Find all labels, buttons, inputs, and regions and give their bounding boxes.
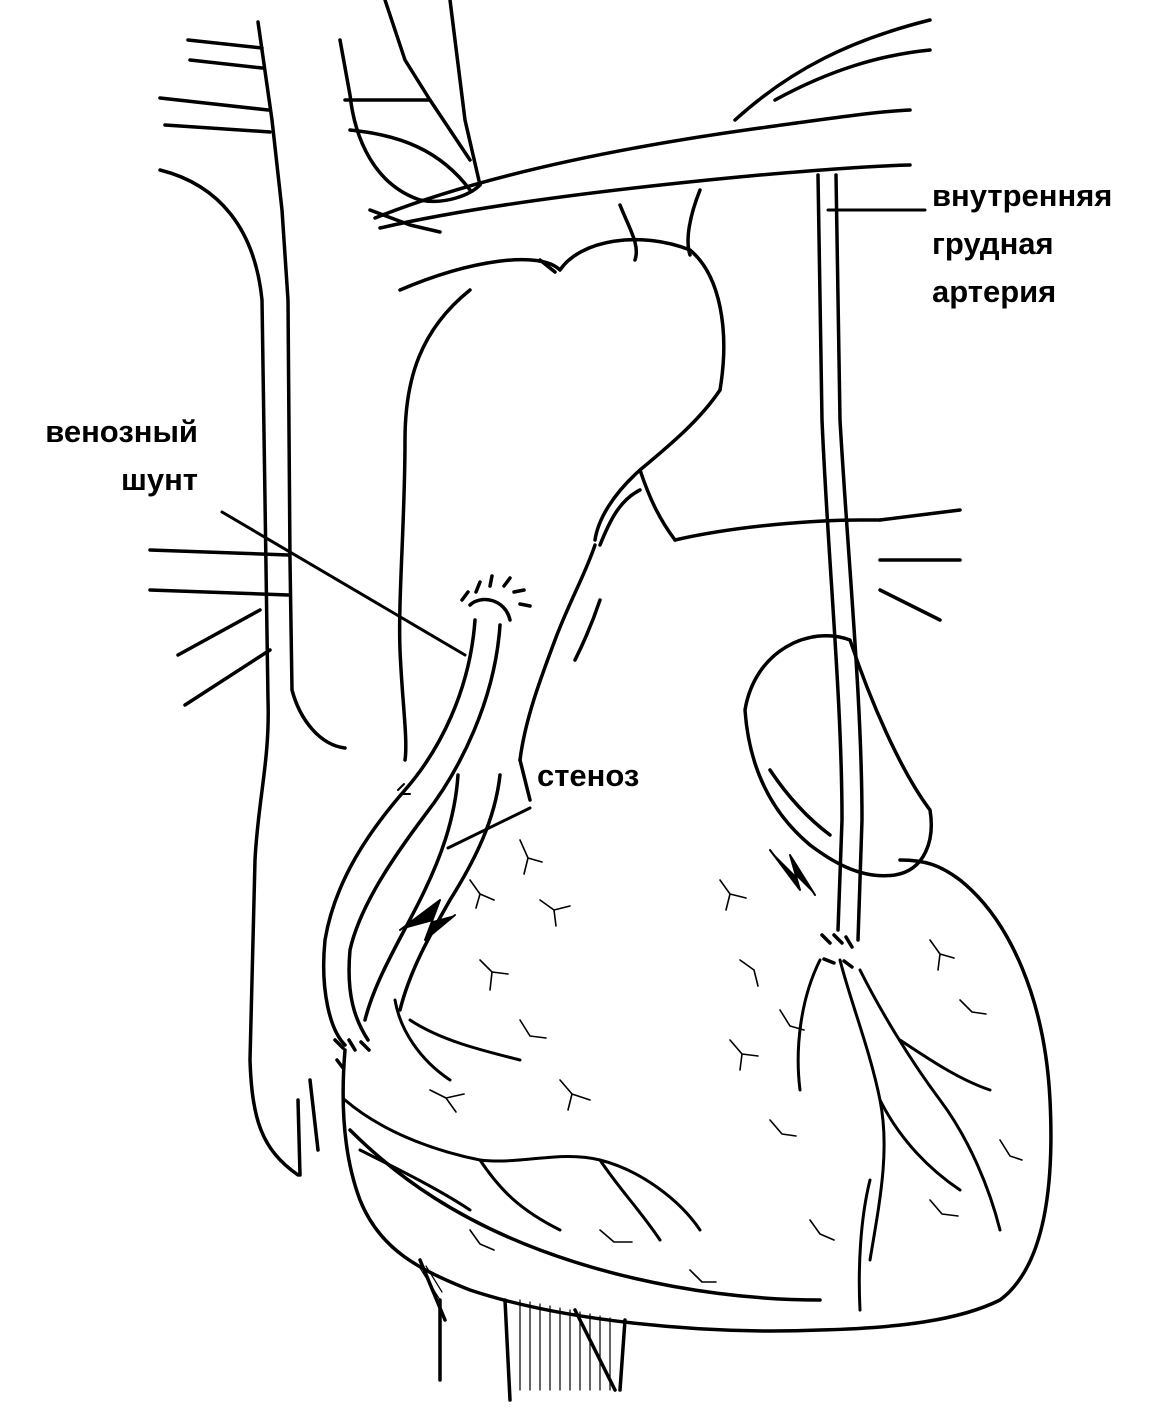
aorta	[400, 190, 960, 760]
label-line: венозный	[10, 408, 198, 456]
coronary-branches	[345, 960, 1000, 1310]
internal-thoracic-artery	[818, 175, 925, 967]
label-line: стеноз	[537, 752, 639, 800]
hatched-base	[420, 1266, 610, 1390]
label-line: артерия	[932, 268, 1112, 316]
aortic-branches	[340, 0, 480, 232]
label-internal-thoracic-artery: внутренняя грудная артерия	[932, 172, 1112, 316]
label-venous-shunt: венозный шунт	[10, 408, 198, 504]
label-line: внутренняя	[932, 172, 1112, 220]
label-stenosis: стеноз	[537, 752, 639, 800]
label-line: грудная	[932, 220, 1112, 268]
label-line: шунт	[10, 456, 198, 504]
heart-outline	[343, 860, 1051, 1400]
stenosed-coronary	[365, 760, 530, 1020]
pulmonary-trunk	[520, 490, 640, 760]
vena-cava	[160, 22, 345, 1175]
